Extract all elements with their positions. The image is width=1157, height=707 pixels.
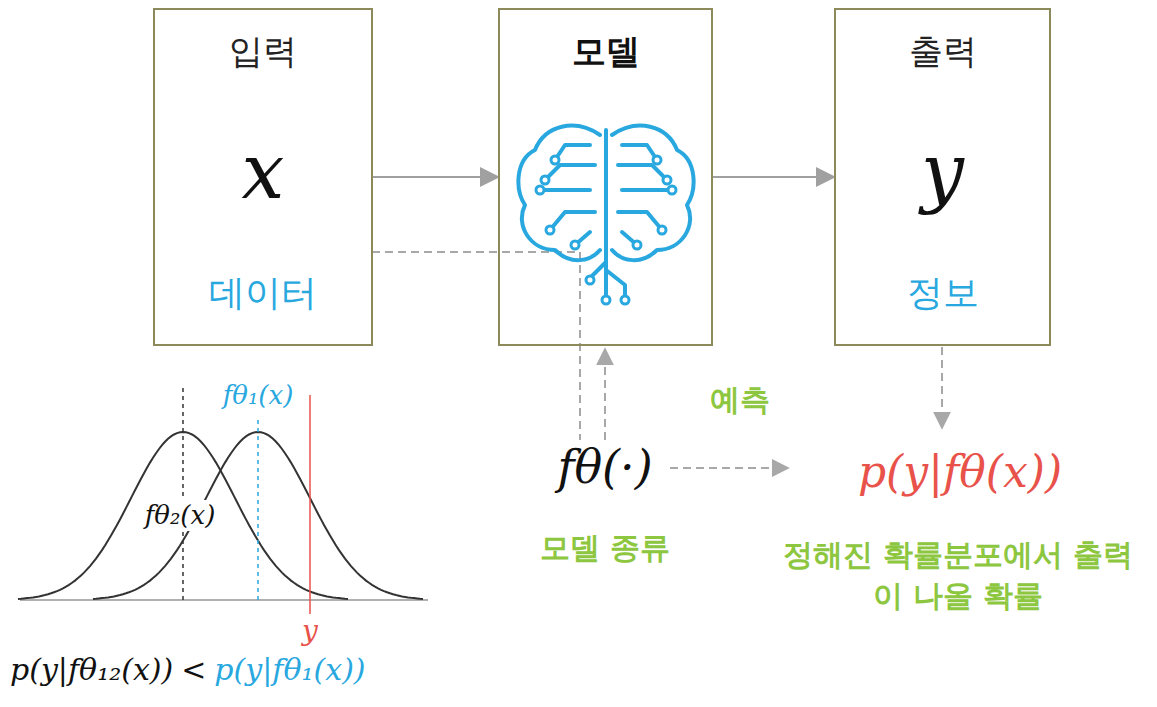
box-title: 출력 — [836, 32, 1049, 71]
observation-line — [309, 395, 311, 618]
dashed-arrow — [670, 467, 788, 469]
mean-line — [257, 420, 259, 600]
curve-label: fθ₁(x) — [220, 380, 297, 411]
arrow-label: 예측 — [710, 382, 770, 418]
dashed-arrow — [941, 347, 943, 428]
box-caption: 정보 — [836, 272, 1049, 313]
likelihood-formula: p(y|fθ(x)) — [855, 446, 1065, 499]
model-box: 모델 — [498, 8, 713, 346]
dashed-arrow — [604, 349, 606, 440]
formula-part: p(y|fθ₁₂(x)) — [10, 652, 173, 688]
variable-symbol: x — [155, 128, 371, 215]
variable-symbol: y — [836, 128, 1049, 215]
mean-line — [182, 388, 184, 600]
box-caption: 데이터 — [155, 272, 371, 313]
distribution-plot — [18, 388, 428, 618]
box-title: 모델 — [500, 32, 711, 71]
output-box: 출력 y 정보 — [834, 8, 1051, 346]
input-box: 입력 x 데이터 — [153, 8, 373, 346]
observation-label: y — [299, 614, 321, 648]
axis — [20, 599, 428, 601]
annotation: 정해진 확률분포에서 출력이 나올 확률 — [768, 535, 1148, 616]
flow-arrow — [713, 176, 834, 178]
function-symbol: fθ(·) — [554, 440, 655, 495]
formula-part: p(y|fθ₁(x)) — [214, 652, 365, 688]
dashed-guide — [372, 252, 580, 440]
curve-label: fθ₂(x) — [142, 500, 219, 531]
annotation: 모델 종류 — [540, 530, 670, 566]
formula-part: < — [181, 652, 206, 688]
inequality: p(y|fθ₁₂(x))<p(y|fθ₁(x)) — [10, 652, 366, 688]
dashed-guides — [372, 252, 942, 468]
box-title: 입력 — [155, 32, 371, 71]
flow-arrow — [373, 176, 498, 178]
